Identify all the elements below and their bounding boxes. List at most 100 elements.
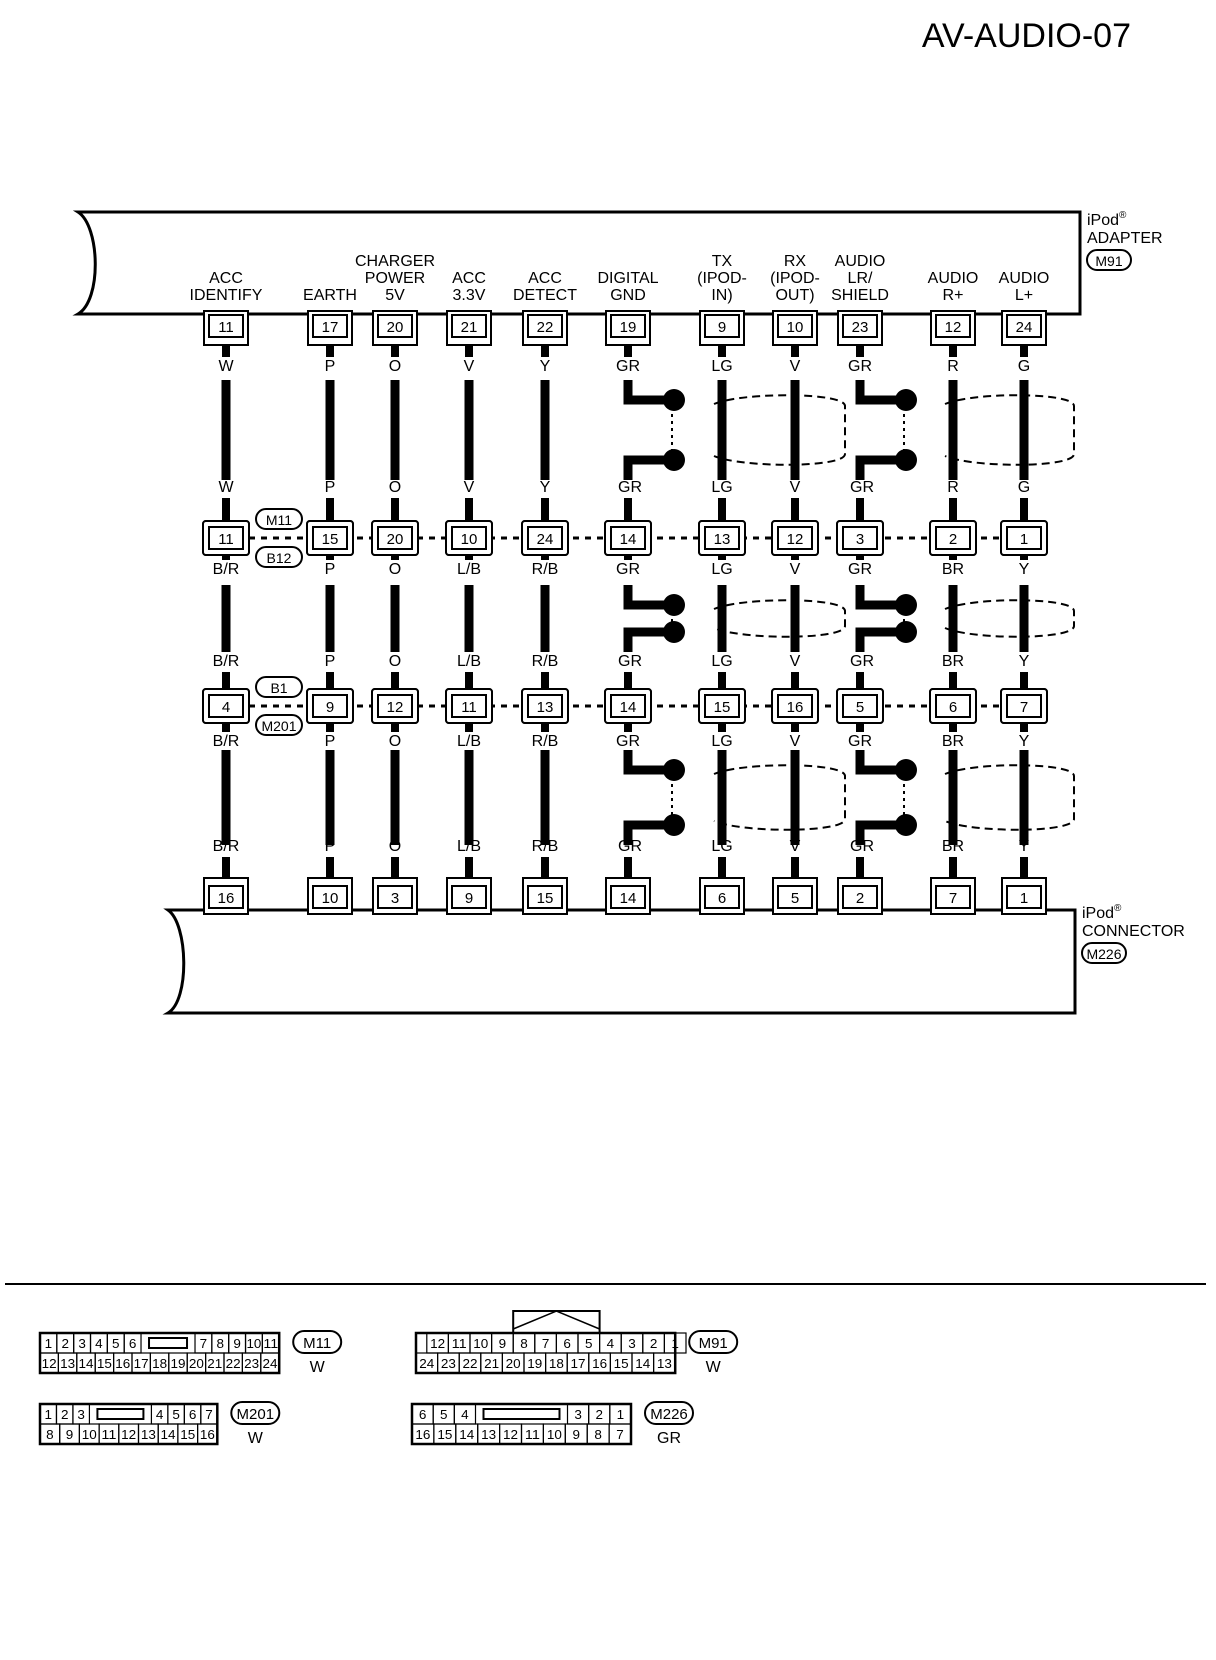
connector-face-pin: 14: [79, 1356, 94, 1371]
wire-color-label: LG: [711, 733, 732, 750]
wire-color-label: BR: [942, 561, 964, 578]
wire-color-label: O: [389, 733, 401, 750]
pin-number: 13: [714, 531, 731, 548]
signal-label: IDENTIFY: [190, 287, 263, 304]
shield-splice: [895, 814, 917, 836]
connector-face-pin: 13: [657, 1356, 672, 1371]
pin-box: [842, 885, 878, 909]
wire-color-label: P: [325, 358, 336, 375]
wire-color-label: L/B: [457, 561, 481, 578]
shield-splice: [895, 449, 917, 471]
connector-face-pin: 10: [547, 1427, 562, 1442]
connector-face-pin: 19: [171, 1356, 186, 1371]
connector-face-pin: 15: [437, 1427, 452, 1442]
pin-number: 9: [326, 699, 334, 716]
adapter-connector-id: M91: [1095, 253, 1122, 269]
connector-face-pin: 15: [180, 1427, 195, 1442]
connector-face-pin: 3: [628, 1336, 636, 1351]
pin-box: [527, 885, 563, 909]
pin-box: [451, 526, 487, 550]
shield-outline: [944, 599, 1075, 638]
pin-box: [208, 694, 244, 718]
shield-drain-wire: [855, 585, 900, 610]
junction-badge: [255, 546, 303, 568]
connector-face-lock: [96, 1408, 145, 1420]
connector-face-pin: 22: [226, 1356, 241, 1371]
connector-face-color: W: [706, 1359, 722, 1376]
pin-box: [527, 694, 563, 718]
connector-face-pin: 7: [200, 1336, 208, 1351]
wire-color-label: V: [790, 479, 801, 496]
shield-splice: [663, 389, 685, 411]
connector-face-pin: 12: [121, 1427, 136, 1442]
connector-face-id-badge: [688, 1330, 739, 1354]
wire-color-label: B/R: [213, 838, 240, 855]
connector-face-pin: 9: [233, 1336, 241, 1351]
pin-number: 14: [620, 699, 637, 716]
wire-color-label: GR: [848, 733, 872, 750]
pin-box: [1006, 885, 1042, 909]
connector-face-cavity: [663, 1332, 687, 1354]
connector-face-pin: 9: [573, 1427, 581, 1442]
adapter-name: ADAPTER: [1087, 230, 1163, 247]
wire-color-label: GR: [616, 733, 640, 750]
connector-face-pin: 1: [617, 1407, 625, 1422]
adapter-connector-badge: [1086, 249, 1132, 271]
connector-face-pin: 7: [616, 1427, 624, 1442]
signal-label: ACC: [209, 270, 243, 287]
connector-face-pin: 10: [473, 1336, 488, 1351]
shield-outline: [713, 394, 846, 466]
wire-color-label: LG: [711, 561, 732, 578]
connector-face-pin: 24: [419, 1356, 434, 1371]
connector-face-pin: 21: [207, 1356, 222, 1371]
pin-box: [451, 314, 487, 338]
connector-face-hood: [512, 1310, 601, 1333]
connector-face-id: M91: [699, 1335, 728, 1352]
shield-drain-wire: [623, 585, 668, 610]
pin-box: [610, 526, 646, 550]
wire-color-label: O: [389, 479, 401, 496]
junction-badge: [255, 676, 303, 698]
connector-face-pin: 18: [152, 1356, 167, 1371]
connector-face-pin: 4: [156, 1407, 164, 1422]
connector-face-pin: 4: [607, 1336, 615, 1351]
pin-number: 3: [391, 890, 399, 907]
wire-color-label: GR: [618, 479, 642, 496]
connector-face-pin: 5: [112, 1336, 120, 1351]
pin-number: 9: [718, 319, 726, 336]
connector-face-id: M226: [650, 1406, 688, 1423]
shield-splice: [663, 759, 685, 781]
wire-color-label: V: [464, 358, 475, 375]
adapter-brand: iPod®: [1087, 210, 1127, 229]
signal-label: EARTH: [303, 287, 357, 304]
connector-face-pin: 11: [101, 1427, 116, 1442]
pin-box: [842, 314, 878, 338]
wire-color-label: O: [389, 358, 401, 375]
connector-face-hood-mark: [512, 1310, 600, 1330]
pin-number: 19: [620, 319, 637, 336]
wire-color-label: GR: [850, 653, 874, 670]
wires: [221, 340, 1029, 885]
signal-label: LR/: [848, 270, 873, 287]
signal-label: AUDIO: [999, 270, 1050, 287]
pin-number: 10: [322, 890, 339, 907]
shield-splice: [663, 621, 685, 643]
pin-number: 15: [322, 531, 339, 548]
pin-number: 15: [714, 699, 731, 716]
wire-color-label: GR: [618, 653, 642, 670]
ipod-connector-body: [162, 908, 1077, 1015]
pin-box: [777, 526, 813, 550]
signal-label: GND: [610, 287, 646, 304]
pin-number: 2: [856, 890, 864, 907]
connector-face-pin: 3: [574, 1407, 582, 1422]
pin-box: [527, 314, 563, 338]
shield-drain-wire: [855, 820, 900, 845]
connector-face-pin: 16: [115, 1356, 130, 1371]
pin-number: 2: [949, 531, 957, 548]
shield-splice: [663, 449, 685, 471]
connector-face-id-badge: [230, 1401, 281, 1425]
connector-face-pin: 2: [596, 1407, 604, 1422]
connector-face-pin: 6: [419, 1407, 427, 1422]
pin-number: 12: [387, 699, 404, 716]
connector-face-pin: 4: [95, 1336, 103, 1351]
